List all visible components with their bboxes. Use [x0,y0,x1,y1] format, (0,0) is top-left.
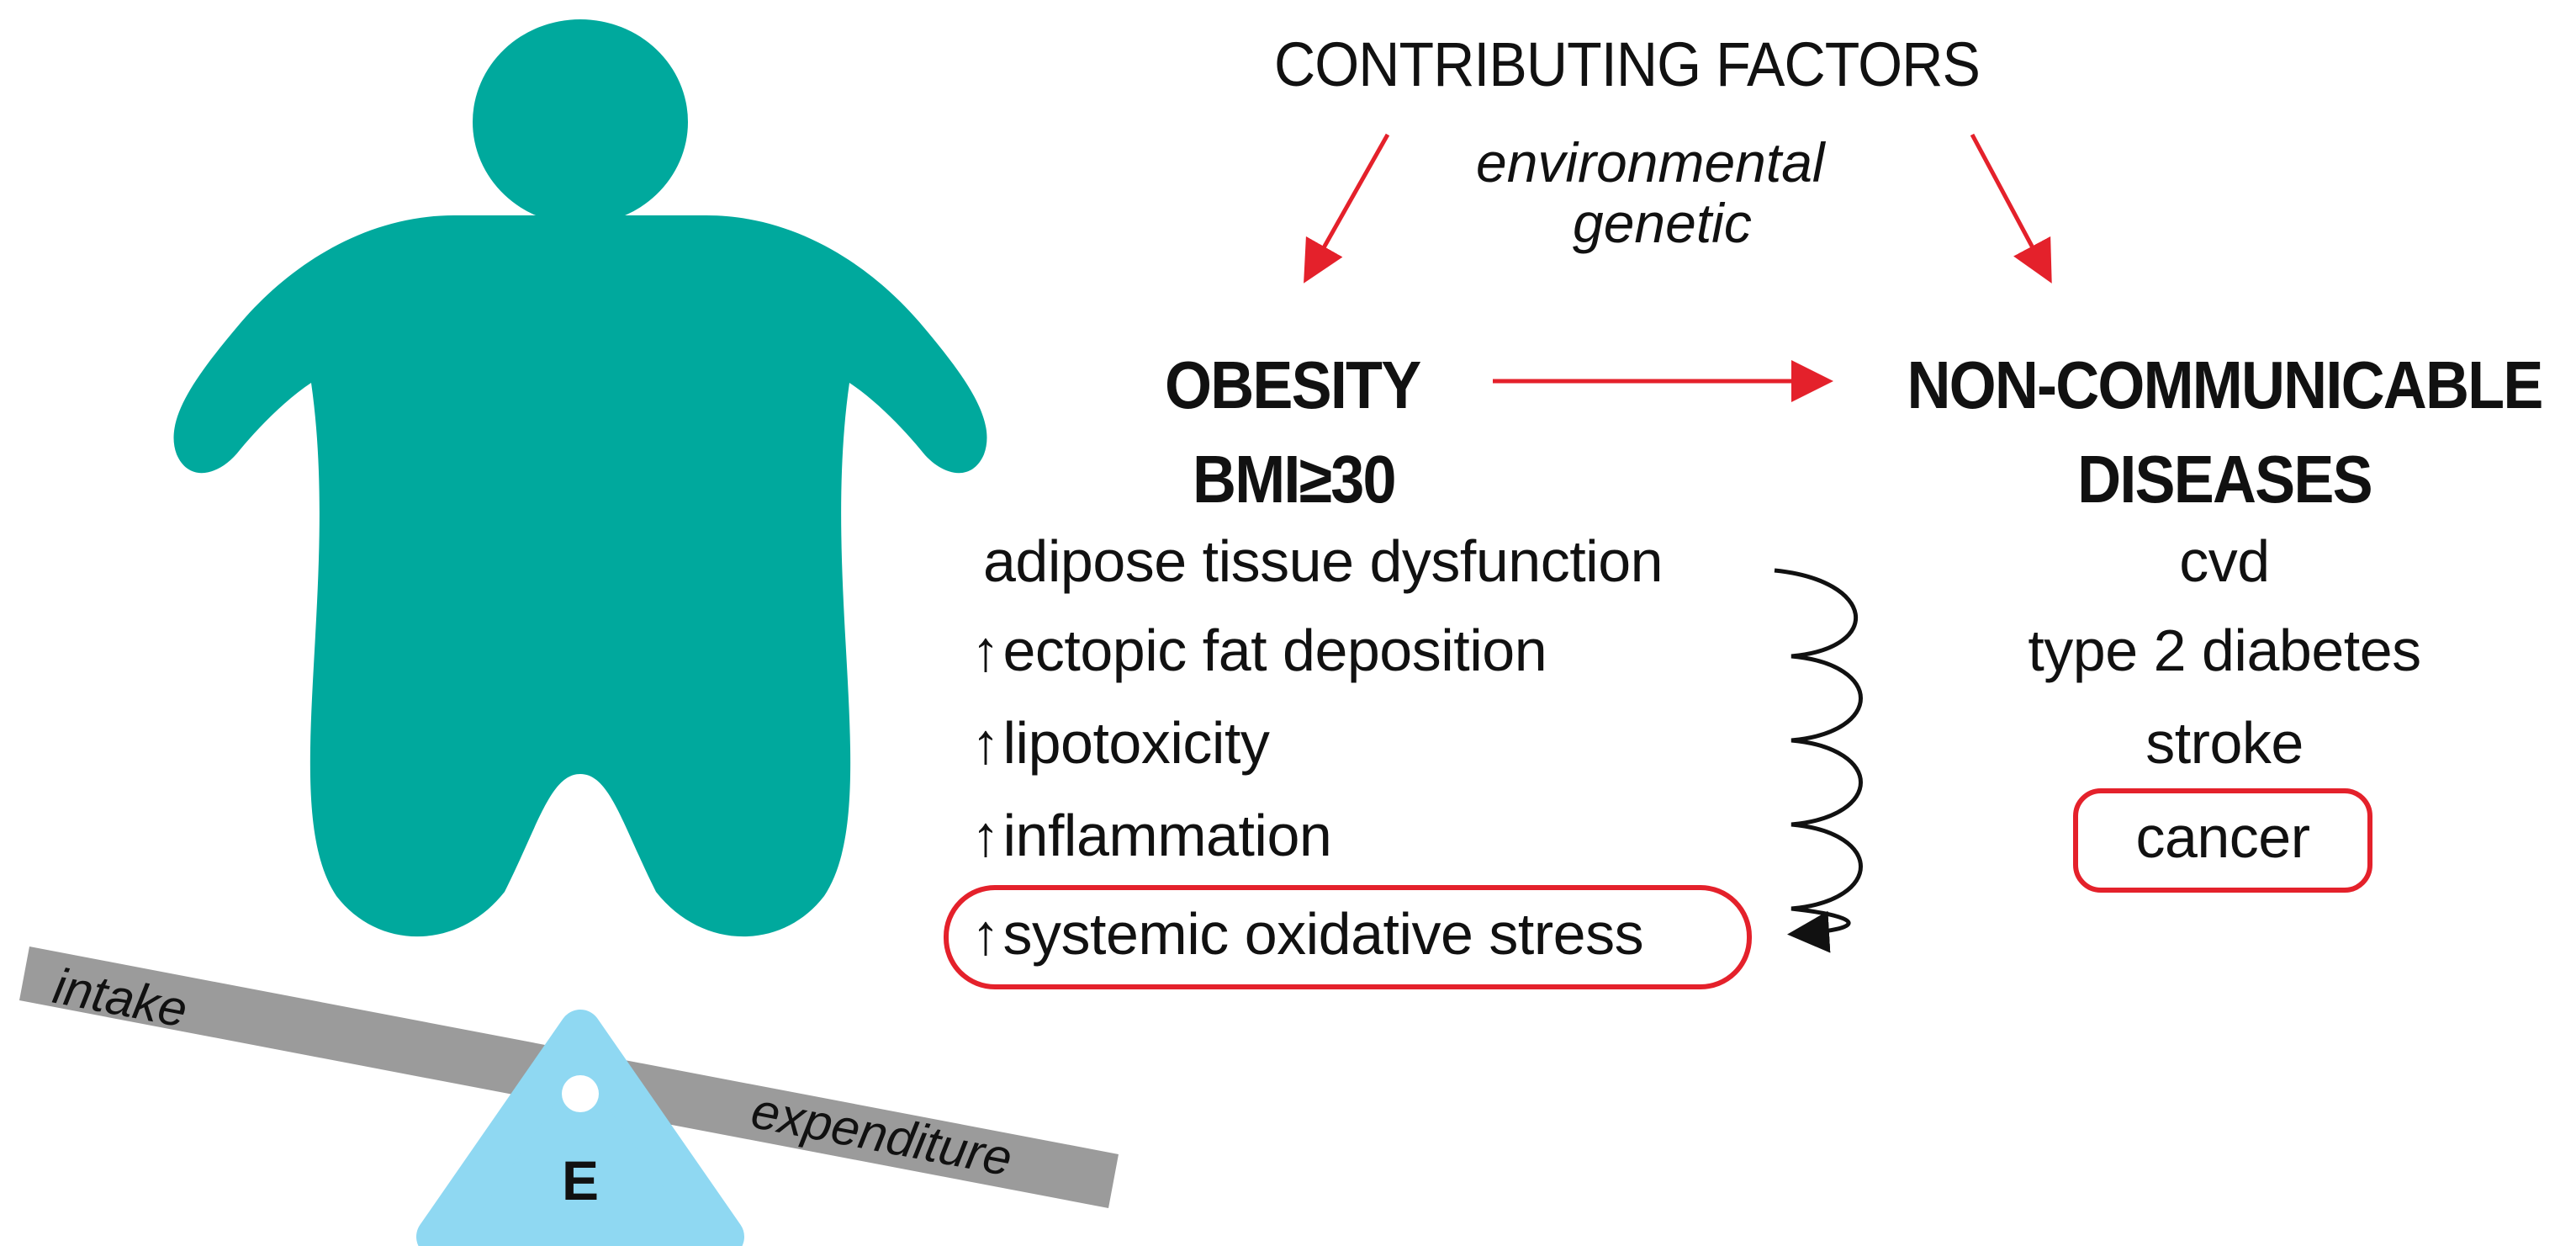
person-body [173,215,987,937]
obese-person-silhouette-icon [173,19,987,937]
up-arrow-icon: ↑ [971,712,1000,776]
arrow-factors-to-ncd [1970,133,2052,284]
obesity-item-inflammation: ↑inflammation [971,803,1332,868]
obesity-item-lipotoxicity: ↑lipotoxicity [971,712,1270,776]
item-text: adipose tissue dysfunction [983,528,1664,594]
highlight-box-cancer [2073,788,2372,893]
fulcrum-pivot-hole [562,1075,599,1112]
ncd-item-cvd: cvd [2179,528,2270,594]
feedback-loop-arrow-icon [1774,568,1863,953]
arrow-factors-to-obesity [1304,133,1390,284]
ncd-item-type2-diabetes: type 2 diabetes [2028,618,2421,683]
up-arrow-icon: ↑ [971,903,1000,967]
item-text: systemic oxidative stress [1002,901,1644,967]
ncd-title-line2: DISEASES [2077,442,2373,517]
obesity-item-ectopic-fat: ↑ectopic fat deposition [971,621,1547,680]
obesity-title: OBESITY [1165,347,1421,422]
seesaw-balance-icon [19,946,1119,1246]
up-arrow-icon: ↑ [971,619,1000,683]
energy-fulcrum-label: E [561,1149,600,1212]
highlight-box-oxidative-stress [944,885,1752,989]
item-text: inflammation [1002,803,1332,868]
item-text: lipotoxicity [1002,710,1270,776]
ncd-title-line1: NON-COMMUNICABLE [1907,347,2543,422]
obesity-item-oxidative-stress: ↑systemic oxidative stress [971,903,1644,967]
ncd-item-cancer: cancer [2135,804,2310,870]
factor-genetic: genetic [1573,192,1752,254]
up-arrow-icon: ↑ [971,804,1000,868]
person-head [473,19,688,225]
item-text: ectopic fat deposition [1002,618,1547,683]
seesaw-fulcrum [416,1010,744,1246]
ncd-item-stroke: stroke [2145,710,2304,776]
factor-environmental: environmental [1476,131,1825,194]
contributing-factors-title: CONTRIBUTING FACTORS [1274,29,1981,99]
obesity-item-adipose: adipose tissue dysfunction [980,532,1664,591]
obesity-bmi-criterion: BMI≥30 [1193,442,1397,517]
